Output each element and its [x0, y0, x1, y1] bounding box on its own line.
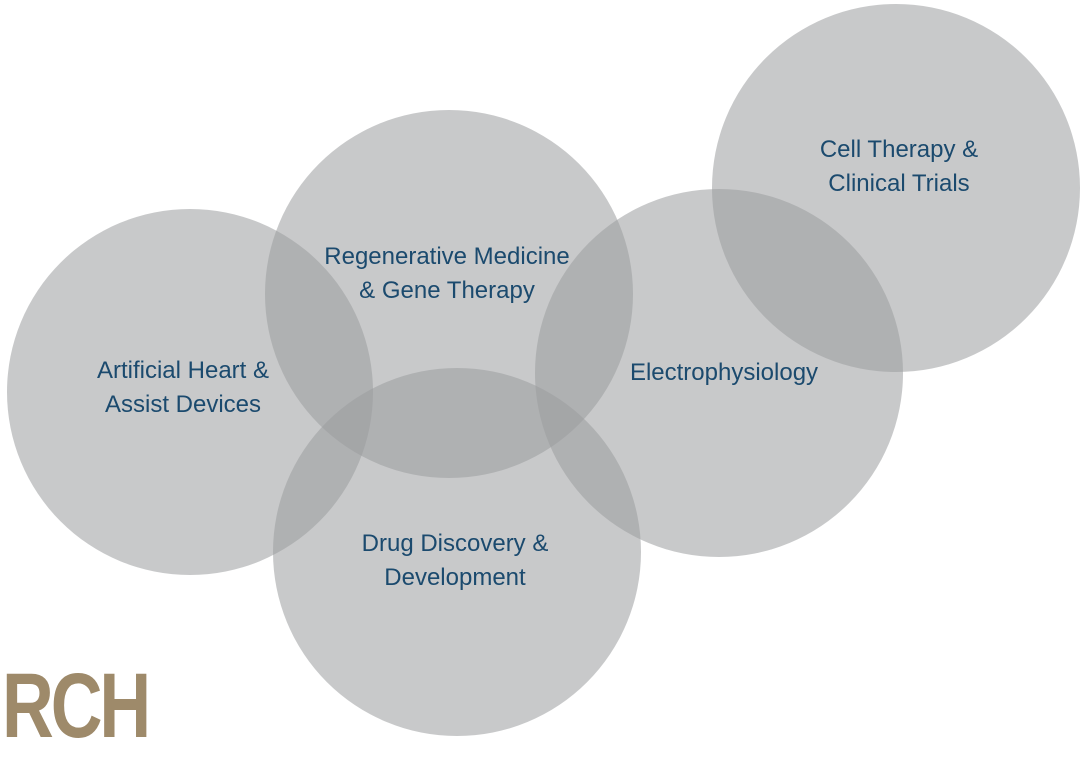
label-artificial-heart: Artificial Heart & Assist Devices — [97, 354, 269, 422]
label-line: Artificial Heart & — [96, 357, 270, 384]
venn-diagram: Artificial Heart & Assist Devices Regene… — [2, 4, 1080, 752]
circles-layer — [7, 4, 1080, 736]
label-line: Electrophysiology — [629, 359, 819, 386]
circle-cell-therapy — [712, 4, 1080, 372]
label-regenerative-medicine: Regenerative Medicine & Gene Therapy — [324, 240, 569, 308]
label-line: Regenerative Medicine — [324, 243, 570, 270]
label-drug-discovery: Drug Discovery & Development — [362, 527, 549, 595]
circle-drug-discovery — [273, 368, 641, 736]
label-line: Clinical Trials — [828, 170, 970, 197]
label-line: Assist Devices — [104, 391, 262, 418]
label-line: Drug Discovery & — [361, 530, 549, 557]
label-cell-therapy: Cell Therapy & Clinical Trials — [820, 133, 978, 201]
label-line: Cell Therapy & — [819, 136, 979, 163]
rch-logo-watermark: RCH — [2, 655, 151, 757]
label-line: & Gene Therapy — [359, 277, 535, 304]
label-electrophysiology: Electrophysiology — [630, 356, 818, 390]
label-line: Development — [384, 564, 526, 591]
